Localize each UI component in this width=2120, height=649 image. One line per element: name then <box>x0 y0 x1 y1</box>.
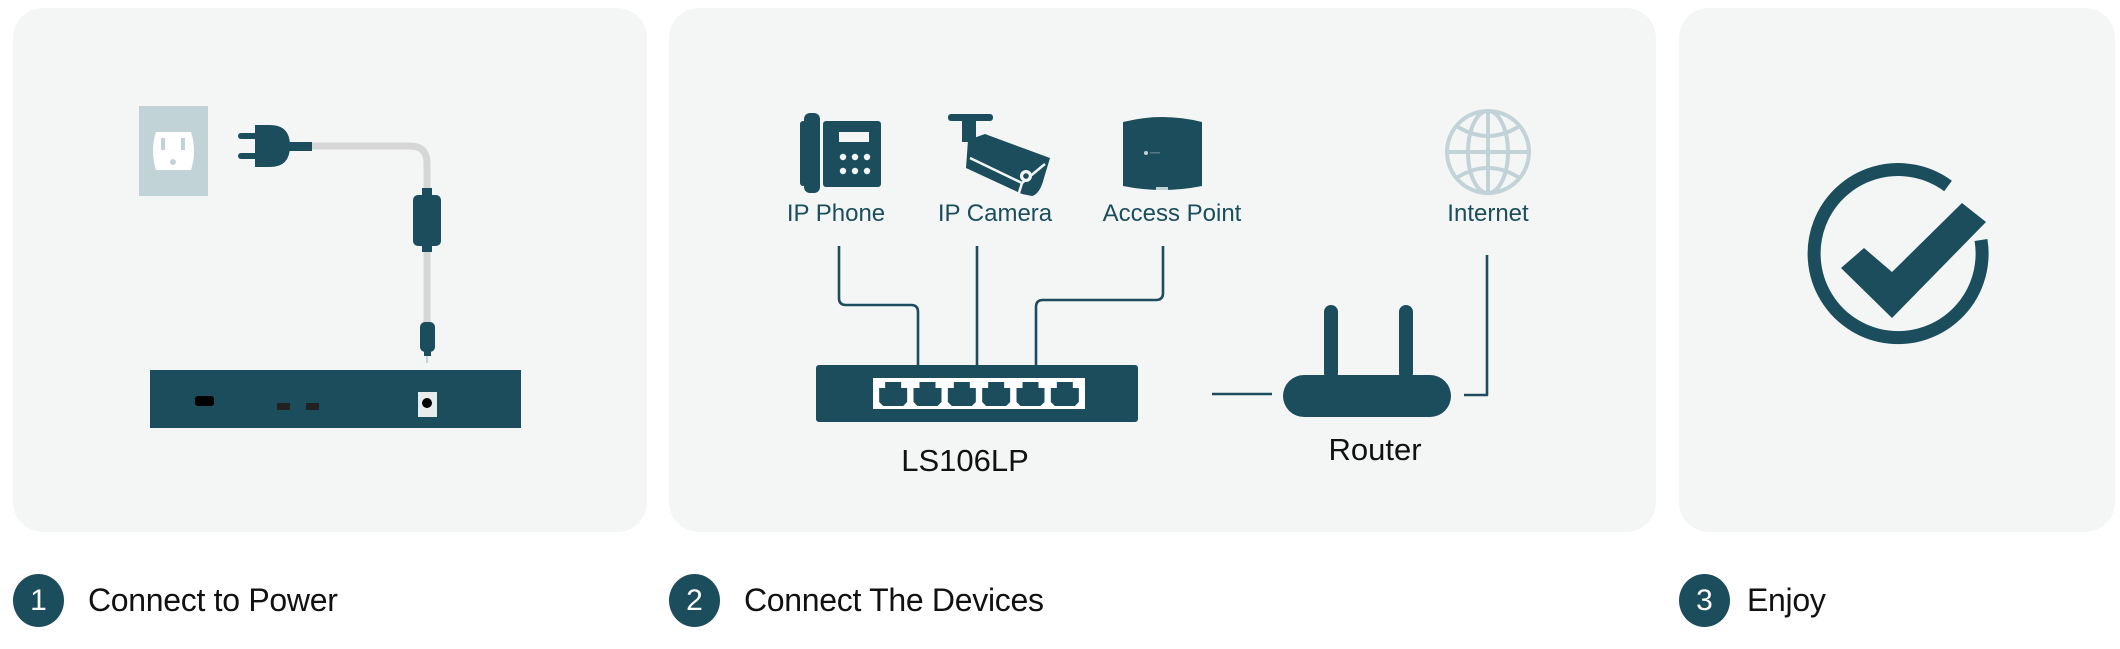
switch-port <box>947 382 976 406</box>
cable-access-point <box>1034 246 1165 366</box>
switch-model-label: LS106LP <box>901 443 1029 478</box>
step-2-title: Connect The Devices <box>744 582 1044 618</box>
switch-port <box>913 382 942 406</box>
switch-port <box>879 382 908 406</box>
globe-icon <box>1445 109 1531 195</box>
internet-label: Internet <box>1447 200 1529 227</box>
cable-router-internet <box>1464 255 1489 397</box>
check-circle-icon <box>1807 163 1989 345</box>
step-1: 1 Connect to Power <box>13 574 338 627</box>
step-2: 2 Connect The Devices <box>669 574 1044 627</box>
step-1-card <box>13 8 647 532</box>
network-cables <box>837 246 1489 397</box>
switch-port <box>1016 382 1045 406</box>
step-2-number-badge: 2 <box>669 574 720 627</box>
access-point-label: Access Point <box>1103 200 1242 227</box>
power-adapter-icon <box>413 188 441 363</box>
ip-phone-icon <box>800 113 881 193</box>
ip-phone-label: IP Phone <box>787 200 885 227</box>
step-1-title: Connect to Power <box>88 582 338 618</box>
switch-port <box>1050 382 1079 406</box>
access-point-icon <box>1123 117 1202 190</box>
step-1-number-badge: 1 <box>13 574 64 627</box>
power-cable <box>312 142 431 330</box>
ip-camera-icon <box>948 114 1050 197</box>
switch-port <box>982 382 1011 406</box>
router-icon <box>1283 305 1451 417</box>
step-3-title: Enjoy <box>1747 582 1826 618</box>
step-3-number-badge: 3 <box>1679 574 1730 627</box>
power-plug-icon <box>238 125 312 167</box>
cable-ip-phone <box>837 246 920 366</box>
switch-icon <box>816 365 1138 422</box>
switch-ports <box>879 382 1079 406</box>
step-3: 3 Enjoy <box>1679 574 1826 627</box>
power-outlet-icon <box>139 106 208 196</box>
ip-camera-label: IP Camera <box>938 200 1053 227</box>
switch-rear-panel-icon <box>150 370 521 428</box>
router-label: Router <box>1328 432 1421 467</box>
